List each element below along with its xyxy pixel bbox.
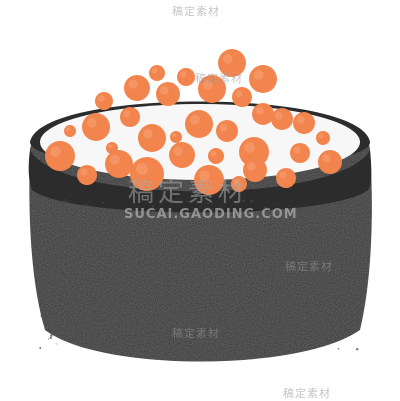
roe-highlight — [180, 71, 187, 78]
roe-highlight — [142, 128, 153, 139]
roe-highlight — [123, 110, 131, 118]
roe-highlight — [160, 86, 169, 95]
roe-egg — [293, 112, 315, 134]
roe-highlight — [255, 106, 264, 115]
roe-egg — [185, 110, 213, 138]
roe-highlight — [293, 146, 301, 154]
roe-highlight — [253, 69, 264, 80]
roe-egg — [130, 157, 164, 191]
seaweed-texture — [39, 199, 361, 351]
roe-highlight — [219, 123, 228, 132]
roe-highlight — [202, 79, 213, 90]
roe-highlight — [322, 154, 331, 163]
roe-egg — [316, 131, 330, 145]
roe-egg — [138, 124, 166, 152]
roe-egg — [198, 75, 226, 103]
seaweed-front-rim — [28, 150, 372, 213]
roe-egg — [95, 92, 113, 110]
roe-highlight — [210, 150, 217, 157]
roe-egg — [243, 158, 267, 182]
roe-highlight — [233, 178, 240, 185]
roe-highlight — [189, 114, 200, 125]
roe-highlight — [279, 171, 287, 179]
roe-egg — [156, 82, 180, 106]
roe-highlight — [135, 162, 148, 175]
roe-egg — [276, 168, 296, 188]
roe-highlight — [235, 90, 243, 98]
roe-highlight — [222, 53, 233, 64]
roe-egg — [149, 65, 165, 81]
roe-highlight — [80, 168, 88, 176]
roe-highlight — [244, 142, 255, 153]
roe-highlight — [247, 162, 256, 171]
roe-highlight — [173, 146, 183, 156]
roe-egg — [45, 141, 75, 171]
roe-egg — [290, 143, 310, 163]
roe-egg — [216, 120, 238, 142]
roe-highlight — [151, 67, 158, 74]
roe-highlight — [296, 115, 305, 124]
roe-egg — [194, 165, 224, 195]
roe-egg — [82, 113, 110, 141]
roe-egg — [120, 107, 140, 127]
roe-egg — [64, 125, 76, 137]
roe-egg — [218, 49, 246, 77]
roe-egg — [124, 75, 150, 101]
roe-highlight — [109, 154, 120, 165]
roe-highlight — [274, 111, 283, 120]
roe-highlight — [50, 146, 61, 157]
roe-egg — [232, 87, 252, 107]
roe-highlight — [199, 170, 210, 181]
roe-egg — [169, 142, 195, 168]
roe-egg — [249, 65, 277, 93]
roe-egg — [231, 176, 247, 192]
roe-highlight — [86, 117, 97, 128]
roe-egg — [105, 150, 133, 178]
roe-highlight — [172, 133, 177, 138]
roe-egg — [208, 148, 224, 164]
roe-highlight — [108, 144, 113, 149]
roe-egg — [252, 103, 274, 125]
roe-highlight — [128, 79, 138, 89]
roe-egg — [106, 142, 118, 154]
salmon-roe-pile — [45, 49, 342, 195]
roe-egg — [170, 131, 182, 143]
roe-egg — [77, 165, 97, 185]
roe-highlight — [66, 127, 71, 132]
roe-egg — [177, 68, 195, 86]
roe-egg — [318, 150, 342, 174]
roe-egg — [271, 108, 293, 130]
roe-highlight — [318, 133, 324, 139]
roe-highlight — [98, 95, 105, 102]
